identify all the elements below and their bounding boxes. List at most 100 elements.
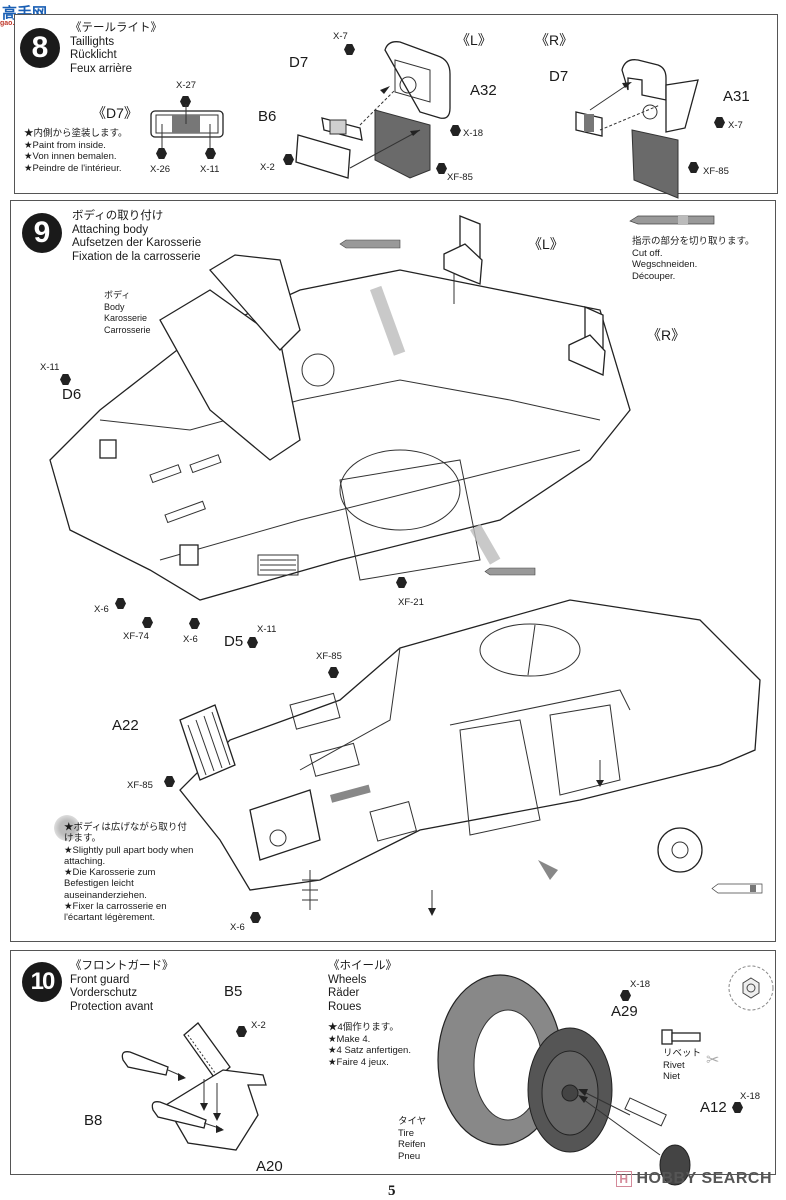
paint-marker-icon [60,374,71,385]
paint-x11-d5: X-11 [257,624,277,635]
title-jp: ボディの取り付け [72,210,164,222]
paint-marker-icon [450,125,461,136]
paint-marker-icon [732,1102,743,1113]
note-de: ★4 Satz anfertigen. [328,1045,411,1056]
paint-marker-icon [250,912,261,923]
paint-marker-icon [115,598,126,609]
title-fr: Fixation de la carrosserie [72,250,201,263]
part-d5: D5 [224,633,244,650]
tire-jp: タイヤ [398,1116,427,1127]
page-number: 5 [388,1183,396,1199]
paint-x18-a29: X-18 [630,979,651,990]
note-fr: ★Faire 4 jeux. [328,1056,389,1068]
hobby-knife-icon [629,215,715,225]
paint-x18: X-18 [463,128,484,139]
tire-en: Tire [398,1127,415,1139]
part-d7-left: D7 [289,54,309,71]
step-8-title: 《テールライト》 Taillights Rücklicht Feux arriè… [70,22,162,76]
part-d7-right: D7 [549,68,569,85]
wheels-notes: ★4個作ります。 ★Make 4. ★4 Satz anfertigen. ★F… [328,1022,411,1068]
rivet-jp: リベット [663,1048,702,1059]
paint-marker-icon [328,667,339,678]
paint-x18-a12: X-18 [740,1091,761,1102]
tire-label: タイヤ Tire Reifen Pneu [398,1116,426,1162]
flap-right-tag: 《R》 [647,327,686,343]
paint-x6-a: X-6 [94,604,109,615]
watermark-logo-icon: H [616,1171,632,1187]
title-fr: Feux arrière [70,62,132,75]
hub-nut-detail-icon [728,965,774,1011]
title-en: Attaching body [72,223,149,236]
body-label-jp: ボディ [104,290,131,300]
note-jp: ★ボディは広げながら取り付けます。 [64,822,187,845]
paint-xf74: XF-74 [123,631,149,642]
wheels-title: 《ホイール》 Wheels Räder Roues [328,960,397,1014]
rivet-icon [661,1029,701,1045]
step-10-panel [10,950,776,1175]
note-en: ★Paint from inside. [24,139,106,151]
title-jp: 《フロントガード》 [70,960,174,972]
paint-marker-icon [180,96,191,107]
part-a32: A32 [470,82,497,99]
note-de: ★Die Karosserie zum Befestigen leicht au… [64,867,156,901]
part-a20: A20 [256,1158,283,1175]
d7-tag: 《D7》 [92,105,138,121]
title-en: Taillights [70,35,115,48]
rivet-de: Niet [663,1071,680,1082]
vehicle-body-diagram [179,599,761,916]
cut-note-de: Wegschneiden. [632,259,698,270]
paint-marker-icon [688,162,699,173]
paint-x6-b: X-6 [183,634,198,645]
tire-de: Reifen [398,1139,426,1150]
flap-left-tag: 《L》 [528,236,564,252]
vent-grille [257,554,299,576]
paint-x27: X-27 [176,80,197,91]
hobby-search-watermark: H HOBBY SEARCH [616,1170,772,1187]
body-label: ボディ Body Karosserie Carrosserie [104,290,151,336]
watermark-brand-text: HOBBY SEARCH [636,1170,772,1187]
note-fr: ★Fixer la carrosserie en l'écartant légè… [64,901,167,924]
part-a12: A12 [700,1099,727,1116]
tire-fr: Pneu [398,1150,421,1162]
part-b8: B8 [84,1112,103,1129]
rivet-cut-icon: ✂ [706,1052,720,1069]
note-en: ★Make 4. [328,1033,371,1045]
part-a22: A22 [112,717,139,734]
paint-xf85-guard: XF-85 [127,780,153,791]
step-9-notes: ★ボディは広げながら取り付けます。 ★Slightly pull apart b… [64,822,194,924]
paint-marker-icon [396,577,407,588]
part-d6: D6 [62,386,82,403]
cut-note-fr: Découper. [632,270,676,282]
cut-note-en: Cut off. [632,247,663,259]
part-a29: A29 [611,1003,638,1020]
paint-x2-guard: X-2 [251,1020,266,1031]
body-label-en: Body [104,301,125,312]
attention-burst-icon [54,815,80,841]
paint-x7: X-7 [333,31,348,42]
title-fr: Roues [328,1000,362,1013]
paint-marker-icon [436,163,447,174]
title-de: Räder [328,987,360,999]
taillight-left-diagram [295,41,451,179]
paint-marker-icon [205,148,216,159]
paint-marker-icon [236,1026,247,1037]
body-label-fr: Carrosserie [104,324,151,335]
title-de: Rücklicht [70,49,117,61]
paint-marker-icon [344,44,355,55]
flap-right-diagram [568,305,606,376]
title-en: Front guard [70,973,130,986]
left-tag: 《L》 [456,32,492,48]
flap-left-diagram [443,215,483,304]
paint-marker-icon [283,154,294,165]
paint-x7-right: X-7 [728,120,743,131]
part-b5: B5 [224,983,243,1000]
paint-marker-icon [189,618,200,629]
paint-marker-icon [714,117,725,128]
paint-xf85: XF-85 [447,172,473,183]
paint-x11-d6: X-11 [40,362,60,373]
step-10-number: 10 [22,962,62,1002]
paint-x11: X-11 [200,164,220,175]
right-tag: 《R》 [535,32,574,48]
cut-note-jp: 指示の部分を切り取ります。 [632,236,755,247]
title-fr: Protection avant [70,1000,154,1013]
